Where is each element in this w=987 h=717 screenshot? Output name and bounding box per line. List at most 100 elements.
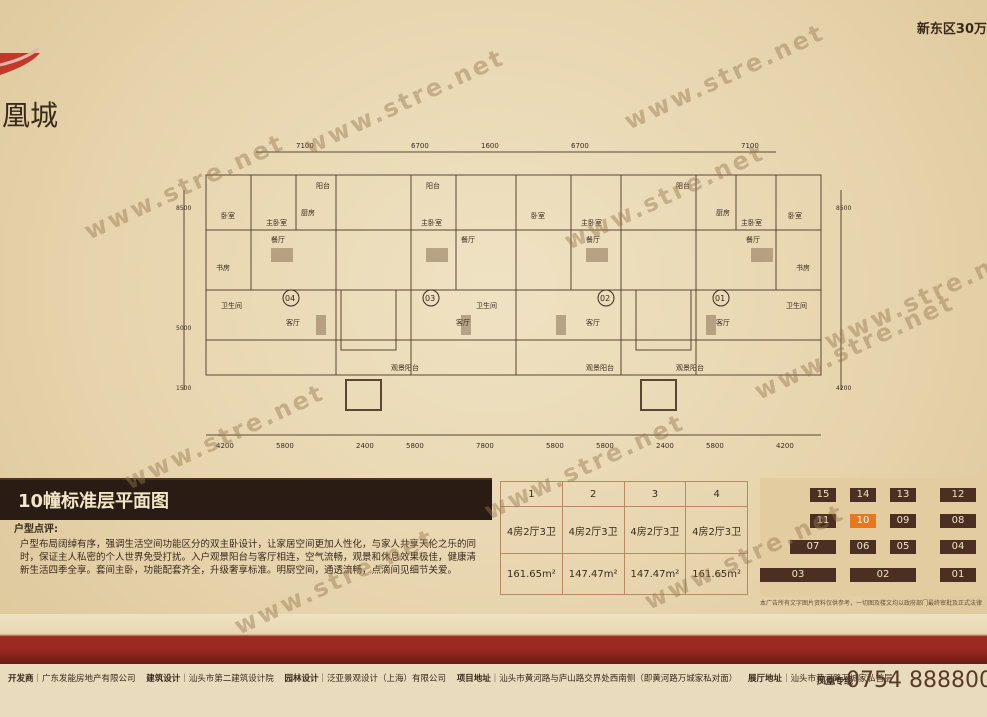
room-label: 主卧室 [266,218,287,227]
room-label: 卧室 [221,211,235,220]
room-label: 卫生间 [476,301,497,310]
unit-area: 147.47m² [623,553,687,595]
landscape-label: 园林设计 [284,674,319,684]
dimension-label: 6700 [571,142,589,150]
building-block-12: 12 [940,488,976,502]
building-block-15: 15 [810,488,836,502]
building-block-03: 03 [760,568,836,582]
room-label: 观景阳台 [391,363,419,372]
dimension-label: 7100 [296,142,314,150]
dimension-label: 6700 [411,142,429,150]
dimension-label: 8500 [176,205,191,212]
building-block-01: 01 [940,568,976,582]
unit-marker [282,289,300,307]
room-label: 客厅 [286,318,300,327]
unit-marker-label: 01 [715,294,725,303]
unit-review: 户型点评: 户型布局阔绰有序，强调生活空间功能区分的双主卧设计，让家居空间更加人… [14,523,484,577]
project-address: 汕头市黄河路与庐山路交界处西南侧（即黄河路万城家私对面） [499,674,738,684]
review-body: 户型布局阔绰有序，强调生活空间功能区分的双主卧设计，让家居空间更加人性化，与家人… [20,539,477,576]
dimension-label: 5000 [176,325,191,332]
room-label: 卫生间 [221,301,242,310]
room-label: 卫生间 [786,301,807,310]
room-label: 主卧室 [421,218,442,227]
unit-marker [597,289,615,307]
dimension-label: 1600 [481,142,499,150]
dimension-label: 5800 [276,442,294,450]
room-label: 餐厅 [461,235,475,244]
building-block-05: 05 [890,540,916,554]
arch: 汕头市第二建筑设计院 [188,674,274,684]
footer: 开发商｜广东发能房地产有限公司 建筑设计｜汕头市第二建筑设计院 园林设计｜泛亚景… [0,664,987,717]
unit-area: 161.65m² [500,553,563,595]
room-label: 厨房 [716,208,730,217]
building-block-06: 06 [850,540,876,554]
unit-layout: 4房2厅3卫 [561,506,625,554]
dimension-label: 7100 [741,142,759,150]
room-label: 观景阳台 [586,363,614,372]
building-block-07: 07 [790,540,836,554]
building-block-14: 14 [850,488,876,502]
review-heading: 户型点评: [14,524,58,535]
building-block-10: 10 [850,514,876,528]
dimension-label: 5800 [546,442,564,450]
unit-marker-label: 03 [425,294,435,303]
room-label: 餐厅 [746,235,760,244]
plan-title: 10幢标准层平面图 [18,491,170,512]
dimension-label: 1500 [176,385,191,392]
unit-header: 1 [500,481,563,507]
unit-area: 147.47m² [561,553,625,595]
unit-layout: 4房2厅3卫 [500,506,563,554]
decorative-band [0,614,987,664]
room-label: 卧室 [531,211,545,220]
unit-header: 2 [561,481,625,507]
building-block-13: 13 [890,488,916,502]
showroom-address: 汕头市黄河路万城家私首层 [790,674,893,684]
building-block-02: 02 [850,568,916,582]
developer: 广东发能房地产有限公司 [42,674,136,684]
building-block-09: 09 [890,514,916,528]
room-label: 书房 [796,263,810,272]
room-label: 阳台 [316,181,330,190]
unit-header: 3 [623,481,687,507]
hotline-label: 凤凰专线 [817,677,854,687]
unit-marker-label: 04 [285,294,295,303]
unit-marker [422,289,440,307]
room-label: 观景阳台 [676,363,704,372]
dimension-label: 4200 [836,385,851,392]
unit-header: 4 [685,481,748,507]
project-label: 项目地址 [456,674,491,684]
room-label: 餐厅 [586,235,600,244]
room-label: 客厅 [716,318,730,327]
room-label: 客厅 [456,318,470,327]
showroom-label: 展厅地址 [748,674,783,684]
room-label: 卧室 [788,211,802,220]
building-block-08: 08 [940,514,976,528]
dimension-label: 5800 [706,442,724,450]
title-bar: 10幢标准层平面图 [0,478,492,520]
hotline-number: 0754 888800 [846,668,987,693]
dimension-label: 8500 [836,205,851,212]
disclaimer: 本广告所有文字图片资料仅供参考，一切图及楼文均以政府部门最终审批及正式法律 [760,600,983,607]
dimension-label: 5800 [406,442,424,450]
dimension-label: 2400 [356,442,374,450]
unit-layout: 4房2厅3卫 [623,506,687,554]
dimension-label: 7800 [476,442,494,450]
footer-credits: 开发商｜广东发能房地产有限公司 建筑设计｜汕头市第二建筑设计院 园林设计｜泛亚景… [8,674,893,684]
unit-marker [712,289,730,307]
unit-layout: 4房2厅3卫 [685,506,748,554]
room-label: 客厅 [586,318,600,327]
unit-table: 1 2 3 4 4房2厅3卫 4房2厅3卫 4房2厅3卫 4房2厅3卫 161.… [500,481,748,595]
dimension-label: 4200 [776,442,794,450]
brand-logo: 凰城 [0,45,62,155]
room-label: 厨房 [301,208,315,217]
logo-text: 凰城 [2,99,58,132]
room-label: 阳台 [426,181,440,190]
room-label: 主卧室 [581,218,602,227]
developer-label: 开发商 [8,674,34,684]
building-block-11: 11 [810,514,836,528]
unit-area: 161.65m² [685,553,748,595]
room-label: 餐厅 [271,235,285,244]
landscape: 泛亚景观设计（上海）有限公司 [327,674,447,684]
dimension-label: 5800 [596,442,614,450]
unit-marker-label: 02 [600,294,610,303]
